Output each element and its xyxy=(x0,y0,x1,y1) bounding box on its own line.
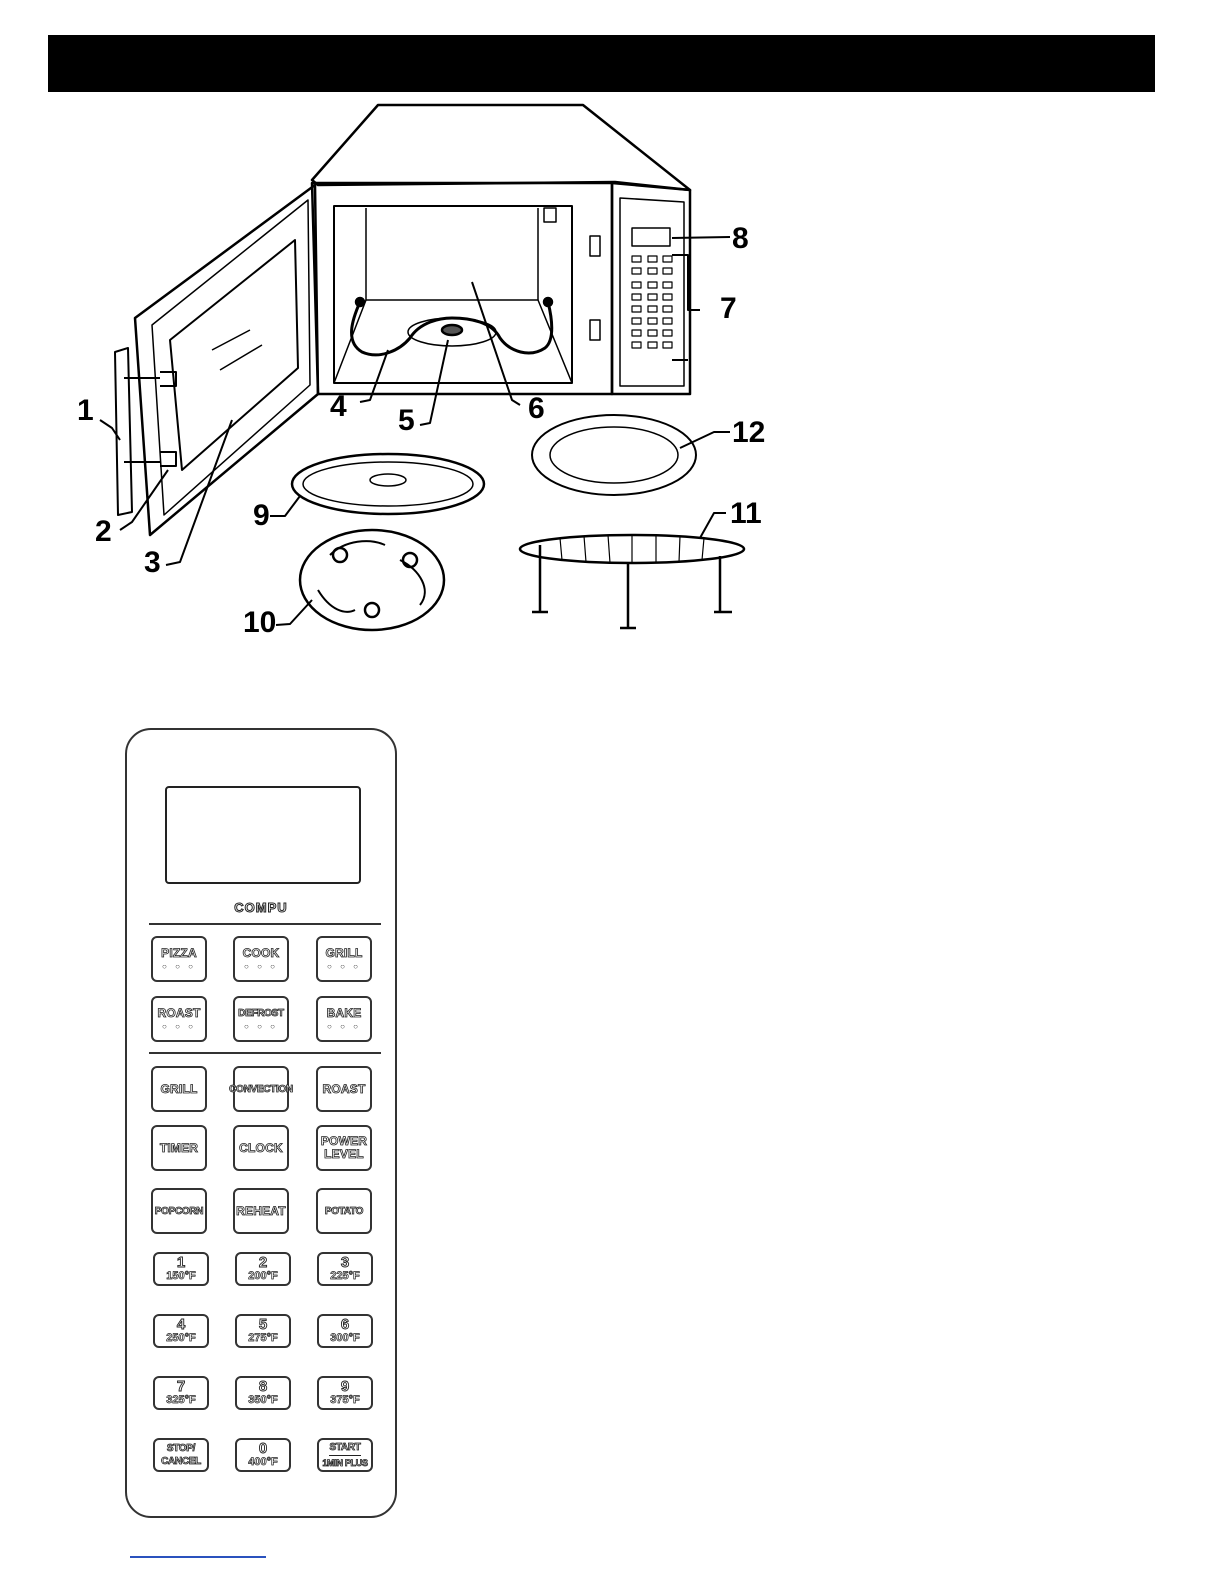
number-4-button[interactable]: 4 250°F xyxy=(153,1314,209,1348)
start-button[interactable]: START 1MIN PLUS xyxy=(317,1438,373,1472)
control-panel: COMPU PIZZA ○ ○ ○ COOK ○ ○ ○ GRILL ○ ○ ○… xyxy=(125,728,397,1518)
bake-button[interactable]: BAKE ○ ○ ○ xyxy=(316,996,372,1042)
potato-button[interactable]: POTATO xyxy=(316,1188,372,1234)
reheat-button[interactable]: REHEAT xyxy=(233,1188,289,1234)
stop-cancel-button[interactable]: STOP/ CANCEL xyxy=(153,1438,209,1472)
number-7-button[interactable]: 7 325°F xyxy=(153,1376,209,1410)
callout-12: 12 xyxy=(732,416,765,449)
callout-2: 2 xyxy=(95,515,112,548)
number-3-button[interactable]: 3 225°F xyxy=(317,1252,373,1286)
grill-menu-button[interactable]: GRILL ○ ○ ○ xyxy=(316,936,372,982)
callout-3: 3 xyxy=(144,546,161,579)
number-1-button[interactable]: 1 150°F xyxy=(153,1252,209,1286)
callout-9: 9 xyxy=(253,499,270,532)
header-bar xyxy=(48,35,1155,92)
timer-button[interactable]: TIMER xyxy=(151,1125,207,1171)
callout-7: 7 xyxy=(720,292,737,325)
divider xyxy=(149,923,381,925)
roast-menu-button[interactable]: ROAST ○ ○ ○ xyxy=(151,996,207,1042)
clock-button[interactable]: CLOCK xyxy=(233,1125,289,1171)
number-9-button[interactable]: 9 375°F xyxy=(317,1376,373,1410)
brand-label: COMPU xyxy=(127,900,395,915)
oven-cavity xyxy=(334,206,572,383)
roast-button[interactable]: ROAST xyxy=(316,1066,372,1112)
door-window xyxy=(170,240,298,470)
callout-5: 5 xyxy=(398,404,415,437)
footer-rule xyxy=(130,1556,266,1558)
pizza-button[interactable]: PIZZA ○ ○ ○ xyxy=(151,936,207,982)
defrost-button[interactable]: DEFROST ○ ○ ○ xyxy=(233,996,289,1042)
number-8-button[interactable]: 8 350°F xyxy=(235,1376,291,1410)
callout-8: 8 xyxy=(732,222,749,255)
callout-10: 10 xyxy=(243,606,276,639)
microwave-diagram: 1 2 3 4 5 6 7 8 9 10 11 12 xyxy=(0,95,1225,655)
callout-1: 1 xyxy=(77,394,94,427)
callout-6: 6 xyxy=(528,392,545,425)
cabinet-front xyxy=(312,183,612,394)
glass-tray xyxy=(292,454,484,514)
number-6-button[interactable]: 6 300°F xyxy=(317,1314,373,1348)
power-level-button[interactable]: POWER LEVEL xyxy=(316,1125,372,1171)
cabinet-top xyxy=(312,105,690,190)
callout-4: 4 xyxy=(330,390,347,423)
number-2-button[interactable]: 2 200°F xyxy=(235,1252,291,1286)
divider xyxy=(149,1052,381,1054)
cook-button[interactable]: COOK ○ ○ ○ xyxy=(233,936,289,982)
door-handle xyxy=(115,348,132,515)
number-0-button[interactable]: 0 400°F xyxy=(235,1438,291,1472)
callout-11: 11 xyxy=(730,497,762,530)
number-5-button[interactable]: 5 275°F xyxy=(235,1314,291,1348)
grill-button[interactable]: GRILL xyxy=(151,1066,207,1112)
convection-button[interactable]: CONVECTION xyxy=(233,1066,289,1112)
display-window xyxy=(165,786,361,884)
popcorn-button[interactable]: POPCORN xyxy=(151,1188,207,1234)
